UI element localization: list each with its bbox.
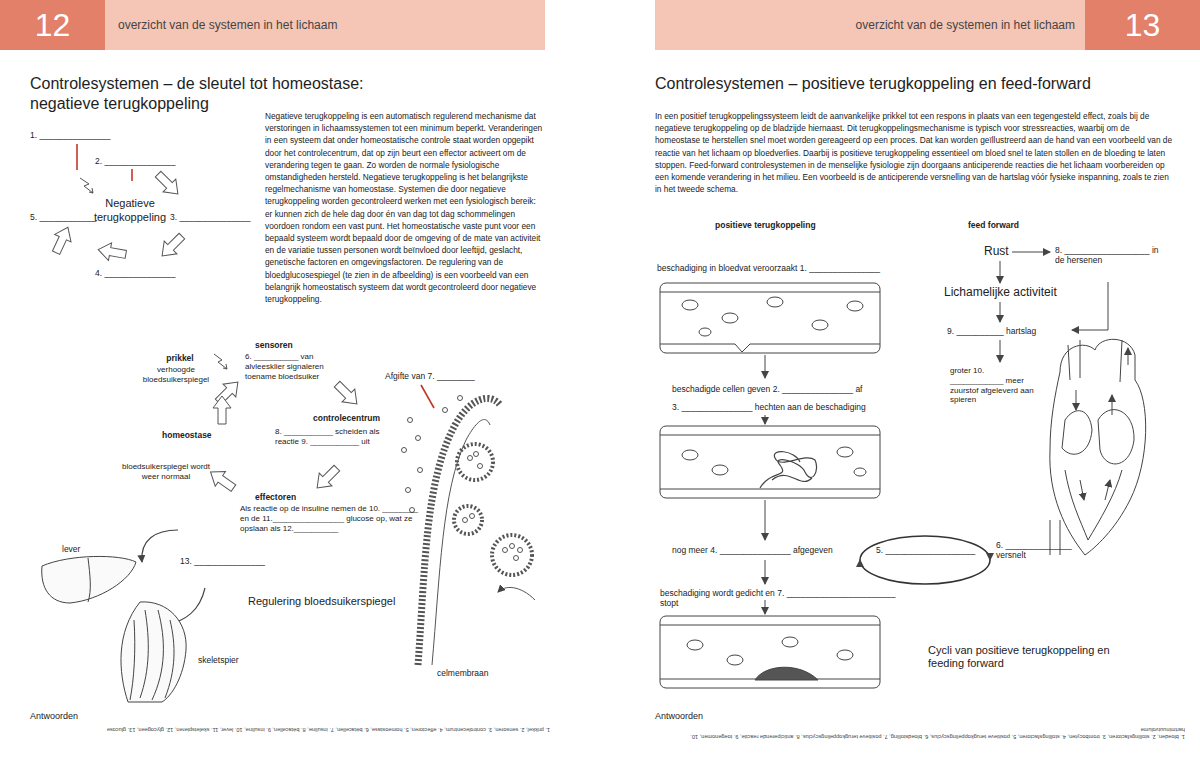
blank-field: 3. _______________ <box>170 212 270 222</box>
step-text: 8. ___________ scheiden als reactie 9. _… <box>275 427 395 447</box>
feedback-loop <box>860 536 990 584</box>
blank-field: 4. _______________ <box>95 268 195 278</box>
step-text: 9. __________ hartslag <box>947 326 1067 336</box>
step-text: beschadiging wordt gedicht en 7. _______… <box>660 588 910 609</box>
heart <box>1050 339 1146 555</box>
blank-field: 5. ___________________ <box>876 545 980 555</box>
step-heading: homeostase <box>162 430 232 440</box>
part-label: skeletspier <box>198 655 258 665</box>
page-number-text: 13 <box>1125 7 1161 44</box>
step-text: 3. _______________ hechten aan de bescha… <box>672 402 892 412</box>
step-text: 6. __________ van alvleesklier signalere… <box>245 352 330 381</box>
blank-field: 5. ____________ <box>30 212 102 222</box>
page-number: 12 <box>0 0 105 50</box>
step-text: nog meer 4. _______________ afgegeven <box>672 545 852 555</box>
part-label: celmembraan <box>437 668 507 678</box>
answers-heading: Antwoorden <box>655 711 735 722</box>
organs <box>42 530 205 702</box>
scheme-heading: positieve terugkoppeling <box>715 220 845 230</box>
step-text: bloedsuikerspiegel wordt weer normaal <box>120 462 212 482</box>
step-heading: sensoren <box>255 340 315 350</box>
scheme-heading: feed forward <box>968 220 1058 230</box>
step-heading: effectoren <box>255 492 325 502</box>
blood-vessels <box>660 283 880 688</box>
figure-caption: Regulering bloedsuikerspiegel <box>248 595 428 608</box>
step-heading: prikkel <box>150 353 210 363</box>
step-text: beschadigde cellen geven 2. ____________… <box>672 384 892 394</box>
step-heading: Rust <box>984 244 1024 259</box>
blank-field: 2. _______________ <box>95 156 195 166</box>
figure-caption: Cycli van positieve terugkoppeling en fe… <box>928 644 1113 671</box>
step-heading: Lichamelijke activiteit <box>944 285 1094 300</box>
body-text: In een positief terugkoppelingssysteem l… <box>655 110 1175 195</box>
page-number-text: 12 <box>35 7 71 44</box>
part-label: lever <box>62 544 102 554</box>
page-heading: Controlesystemen – de sleutel tot homeos… <box>30 74 375 114</box>
header-text: overzicht van de systemen in het lichaam <box>118 18 337 32</box>
page-heading: Controlesystemen – positieve terugkoppel… <box>655 74 1175 94</box>
cell-membrane <box>402 396 536 666</box>
step-text: 8. __________________ in de hersenen <box>1055 245 1170 266</box>
feed-forward-arrows <box>1000 252 1108 362</box>
header-band: overzicht van de systemen in het lichaam… <box>0 0 545 50</box>
header-band: overzicht van de systemen in het lichaam… <box>655 0 1200 50</box>
blank-field: 13. _______________ <box>180 556 280 566</box>
blank-field: 1. _______________ <box>30 130 130 140</box>
step-text: beschadiging in bloedvat veroorzaakt 1. … <box>657 263 897 273</box>
answers-text: 1. prikkel, 2. sensoren, 3. controlecent… <box>30 726 550 733</box>
cycle-center: Negatieve terugkoppeling <box>85 196 175 224</box>
body-text: Negatieve terugkoppeling is een automati… <box>265 110 545 305</box>
step-text: 6. ______________ versnelt <box>996 540 1096 561</box>
page-number: 13 <box>1085 0 1200 50</box>
step-text: groter 10. ____________ meer zuurstof af… <box>950 366 1038 405</box>
header-text: overzicht van de systemen in het lichaam <box>856 18 1075 32</box>
step-text: verhoogde bloedsuikerspiegel <box>138 365 214 385</box>
step-text: Als reactie op de insuline nemen de 10. … <box>240 504 420 533</box>
callout-text: Afgifte van 7. ________ <box>385 371 495 381</box>
answers-heading: Antwoorden <box>30 711 110 722</box>
answers-text: 1. bloeden, 2. stollingsfactoren, 3. tro… <box>655 726 1185 740</box>
step-heading: controlecentrum <box>313 413 403 423</box>
